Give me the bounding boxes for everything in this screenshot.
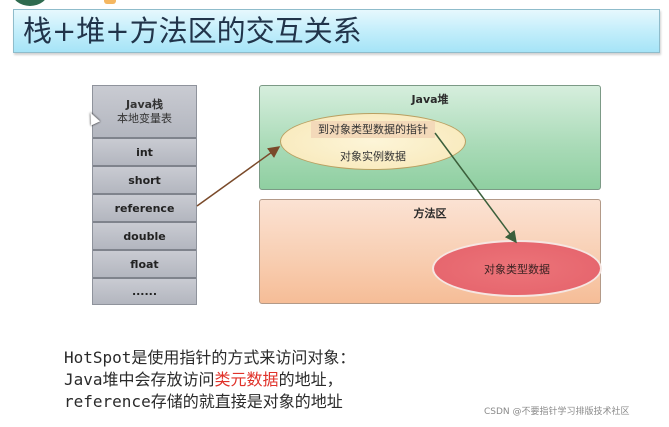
stack-row-short: short bbox=[93, 167, 196, 195]
note-line-2-suffix: 的地址， bbox=[278, 370, 343, 389]
method-area-label: 方法区 bbox=[413, 207, 447, 220]
instance-data-label: 对象实例数据 bbox=[340, 150, 406, 163]
stack-header: Java栈 本地变量表 bbox=[93, 86, 196, 139]
note-line-2: Java堆中会存放访问类元数据的地址， bbox=[64, 369, 355, 391]
note-line-2-prefix: Java堆中会存放访问 bbox=[64, 370, 215, 389]
type-data-ellipse: 对象类型数据 bbox=[432, 240, 602, 297]
java-stack: Java栈 本地变量表 int short reference double f… bbox=[92, 85, 197, 305]
note-line-3: reference存储的就直接是对象的地址 bbox=[64, 392, 343, 411]
note-line-1: HotSpot是使用指针的方式来访问对象： bbox=[64, 348, 356, 367]
stack-row-double: double bbox=[93, 223, 196, 251]
stack-header-title: Java栈 bbox=[125, 97, 164, 111]
type-data-label: 对象类型数据 bbox=[484, 262, 550, 276]
logo-circle-decoration bbox=[12, 0, 48, 6]
stack-header-subtitle: 本地变量表 bbox=[117, 111, 172, 125]
title-bar: 栈+堆+方法区的交互关系 bbox=[13, 9, 660, 53]
type-pointer-label: 到对象类型数据的指针 bbox=[311, 121, 435, 138]
explanation-text: HotSpot是使用指针的方式来访问对象： Java堆中会存放访问类元数据的地址… bbox=[64, 347, 355, 413]
logo-mark-decoration bbox=[104, 0, 116, 4]
watermark: CSDN @不要指针学习排版技术社区 bbox=[484, 407, 630, 417]
stack-row-ellipsis: ...... bbox=[93, 279, 196, 304]
page-title: 栈+堆+方法区的交互关系 bbox=[23, 14, 362, 48]
note-highlight: 类元数据 bbox=[214, 370, 279, 389]
stack-row-int: int bbox=[93, 139, 196, 167]
stack-row-float: float bbox=[93, 251, 196, 279]
stack-row-reference: reference bbox=[93, 195, 196, 223]
heap-label: Java堆 bbox=[411, 93, 449, 106]
